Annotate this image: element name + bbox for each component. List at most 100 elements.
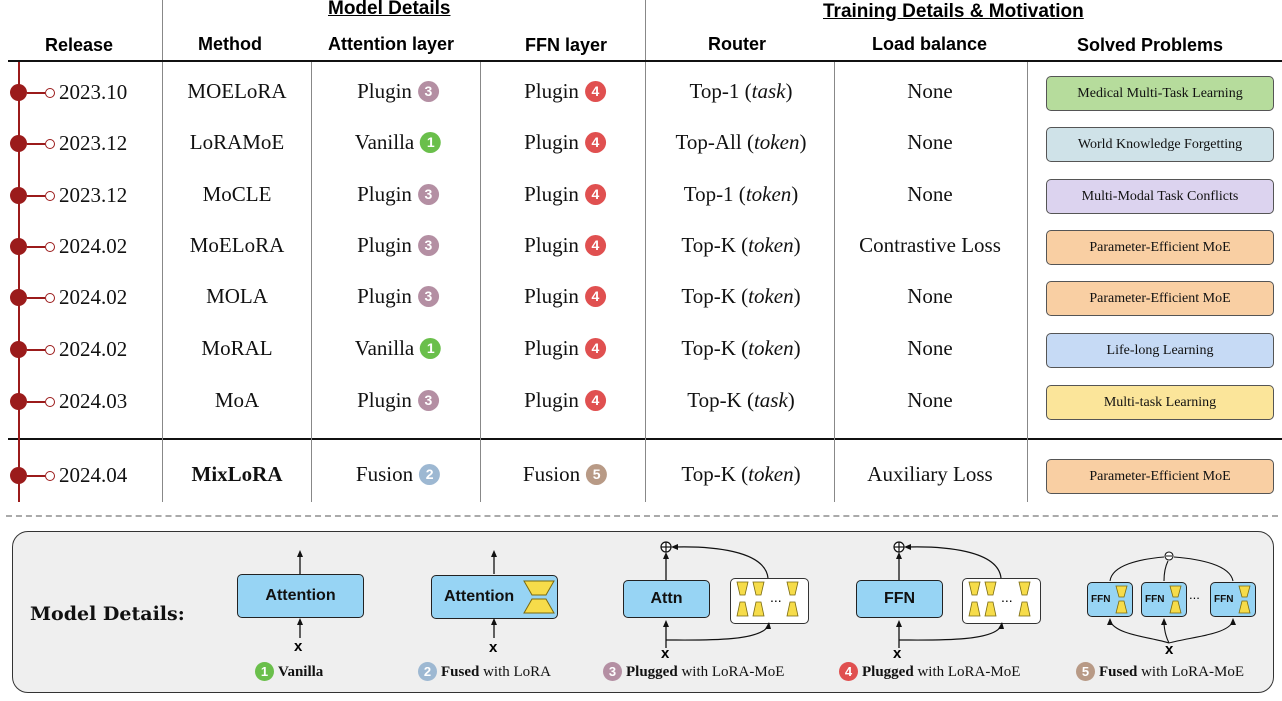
timeline-connector: [27, 297, 45, 299]
router-granularity: token: [748, 336, 794, 360]
badge-1-icon: 1: [255, 662, 274, 681]
router-granularity: token: [753, 130, 800, 154]
fused-ffn-lora-icons: [1115, 585, 1251, 614]
load-balance: None: [907, 284, 953, 308]
router-granularity: task: [751, 79, 786, 103]
timeline-connector: [27, 349, 45, 351]
attention-type: Fusion: [355, 462, 414, 486]
attention-type: Plugin: [357, 182, 412, 206]
release-date: 2023.12: [59, 183, 128, 207]
timeline-connector: [27, 92, 45, 94]
badge-5-icon: 5: [1076, 662, 1095, 681]
ffn-badge-icon: 4: [584, 285, 606, 307]
ffn-type: Plugin: [524, 182, 579, 206]
router-granularity: token: [748, 462, 794, 486]
timeline-dot: [10, 467, 27, 484]
vanilla-arrows: [297, 550, 303, 638]
router-granularity: token: [748, 233, 794, 257]
timeline-dot: [10, 135, 27, 152]
timeline-dot: [10, 187, 27, 204]
method-name: LoRAMoE: [189, 130, 285, 154]
load-balance: Contrastive Loss: [859, 233, 1001, 257]
badge-2-icon: 2: [418, 662, 437, 681]
router-suffix: ): [793, 284, 801, 308]
router-suffix: ): [793, 336, 801, 360]
ffn-badge-icon: 4: [584, 80, 606, 102]
fused-ffn-connectors: [1107, 551, 1236, 644]
release-date: 2024.02: [59, 337, 128, 361]
router-suffix: ): [785, 79, 793, 103]
col-header-ffn: FFN layer: [525, 35, 608, 55]
ffn-badge-icon: 4: [584, 389, 606, 411]
plugged-ffn-box: FFN: [856, 580, 943, 618]
plugged-ffn-connectors: [893, 541, 1004, 648]
solved-problem-tag: World Knowledge Forgetting: [1046, 127, 1274, 162]
router-granularity: task: [753, 388, 788, 412]
release-date: 2023.12: [59, 131, 128, 155]
col-header-release: Release: [45, 35, 114, 55]
ffn-badge-icon: 5: [586, 463, 608, 485]
timeline-ring: [45, 88, 55, 98]
router-prefix: Top-1 (: [683, 182, 746, 206]
attention-badge-icon: 1: [420, 337, 442, 359]
release-date: 2024.04: [59, 463, 128, 487]
dashed-divider: [6, 515, 1278, 517]
timeline-dot: [10, 341, 27, 358]
timeline-connector: [27, 195, 45, 197]
attention-badge-icon: 3: [417, 183, 439, 205]
vanilla-input-x: x: [294, 638, 303, 655]
timeline-connector: [27, 246, 45, 248]
solved-problem-tag: Parameter-Efficient MoE: [1046, 230, 1274, 265]
timeline-connector: [27, 401, 45, 403]
timeline-ring: [45, 345, 55, 355]
plugged-ffn-input-x: x: [893, 645, 902, 662]
separator-ffn: [645, 62, 646, 502]
router-granularity: token: [748, 284, 794, 308]
router-cell: Top-K (token): [681, 284, 800, 309]
timeline-connector: [27, 143, 45, 145]
attention-type: Plugin: [357, 79, 412, 103]
router-suffix: ): [787, 388, 795, 412]
plugged-attn-input-x: x: [661, 645, 670, 662]
attention-badge-icon: 3: [417, 234, 439, 256]
timeline-dot: [10, 84, 27, 101]
attention-badge-icon: 3: [417, 80, 439, 102]
ffn-type: Plugin: [524, 336, 579, 360]
method-name: MoA: [214, 388, 260, 412]
router-prefix: Top-K (: [687, 388, 754, 412]
timeline-connector: [27, 475, 45, 477]
router-cell: Top-All (token): [676, 130, 807, 155]
separator-release-body: [162, 62, 163, 502]
separator-release: [162, 0, 163, 60]
timeline-ring: [45, 191, 55, 201]
router-granularity: token: [745, 182, 792, 206]
router-suffix: ): [793, 462, 801, 486]
col-header-load-balance: Load balance: [872, 34, 988, 54]
load-balance: None: [907, 79, 953, 103]
load-balance: None: [907, 388, 953, 412]
col-header-attention: Attention layer: [328, 34, 455, 54]
separator-attention: [480, 62, 481, 502]
timeline-dot: [10, 393, 27, 410]
router-prefix: Top-All (: [675, 130, 754, 154]
solved-problem-tag: Life-long Learning: [1046, 333, 1274, 368]
method-name: MOELoRA: [187, 79, 287, 103]
col-header-solved-problems: Solved Problems: [1077, 35, 1224, 55]
fused-ffn-ellipsis: ...: [1189, 587, 1200, 602]
plugged-ffn-ellipsis: ...: [1001, 589, 1013, 605]
method-name: MOLA: [206, 284, 268, 308]
timeline-dot: [10, 238, 27, 255]
router-suffix: ): [791, 182, 799, 206]
release-date: 2023.10: [59, 80, 128, 104]
legend-title: Model Details:: [30, 603, 185, 625]
